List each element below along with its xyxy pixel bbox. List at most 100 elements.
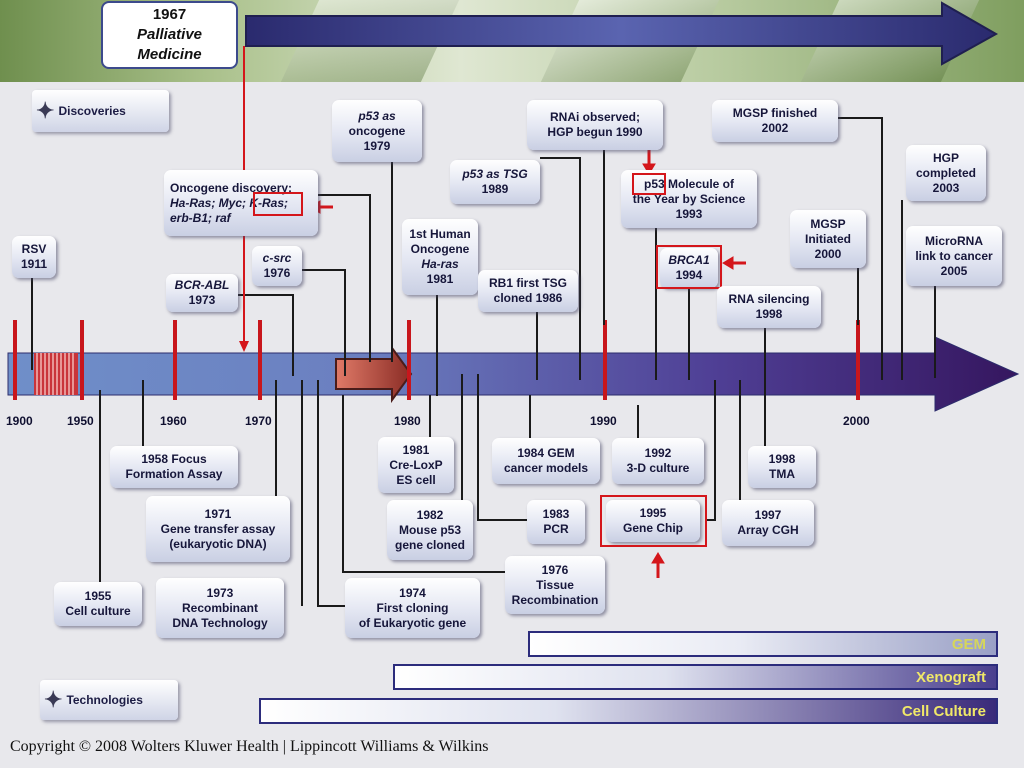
discovery-label: p53 Molecule of [643,176,735,191]
discovery-detail: Ha-ras [421,257,459,271]
copyright-notice: Copyright © 2008 Wolters Kluwer Health |… [10,738,489,755]
discovery-label: RSV [21,242,47,256]
tech-detail: gene cloned [394,537,465,552]
tech-gene-chip: 1995 Gene Chip [606,500,700,542]
discovery-year: 2005 [940,263,968,278]
tech-year: 1971 [204,506,232,521]
tech-year: 1973 [206,585,234,600]
discovery-brca1: BRCA1 1994 [660,248,718,288]
discovery-detail: HGP begun 1990 [547,125,643,139]
discoveries-label: Discoveries [58,104,126,118]
tech-year: 1981 [402,442,430,457]
band-cell-culture: Cell Culture [259,698,998,724]
tech-year: 1976 [541,562,569,577]
highlight-k-ras [253,192,303,216]
band-label: GEM [951,635,986,653]
tech-label: 1958 Focus [141,452,207,466]
band-label: Cell Culture [901,702,986,720]
tech-first-cloning: 1974 First cloning of Eukaryotic gene [345,578,480,638]
tech-year: 1995 [639,506,667,520]
discovery-hgp-completed: HGP completed 2003 [906,145,986,201]
discovery-label: RNAi observed; [549,110,641,124]
palliative-line2: Medicine [137,46,202,63]
discovery-rsv: RSV 1911 [12,236,56,278]
tech-label: Gene transfer assay [160,521,276,536]
tick-1960: 1960 [160,414,187,428]
tech-array-cgh: 1997 Array CGH [722,500,814,546]
discovery-year: cloned 1986 [493,291,563,305]
tech-label: 3-D culture [626,461,690,475]
rsv-period-stripes [34,353,78,395]
discovery-label: MicroRNA [924,233,983,248]
discovery-year: 1994 [675,268,703,282]
highlight-brca1 [656,245,722,289]
discovery-rna-silencing: RNA silencing 1998 [717,286,821,328]
discovery-c-src: c-src 1976 [252,246,302,286]
decade-ticks [13,320,860,400]
discovery-bcr-abl: BCR-ABL 1973 [166,274,238,312]
discovery-label: MGSP finished [732,106,818,120]
tech-recombinant-dna: 1973 Recombinant DNA Technology [156,578,284,638]
technologies-label: Technologies [66,693,143,707]
discovery-detail: Oncogene [410,242,470,256]
discovery-detail: link to cancer [915,248,993,263]
band-gem: GEM [528,631,998,657]
discovery-label: c-src [262,251,292,265]
discovery-year: 2002 [761,121,789,135]
tech-label: Cell culture [65,604,131,618]
discovery-year: 1976 [263,266,291,280]
tech-year: 1984 GEM [517,446,575,460]
tech-detail: of Eukaryotic gene [358,615,467,630]
discovery-label: p53 as TSG [462,167,528,181]
discovery-detail: Initiated [804,231,851,246]
tech-label: TMA [769,467,795,481]
discovery-label: HGP [932,150,959,165]
tech-year: 1955 [84,589,112,603]
discovery-mgsp-initiated: MGSP Initiated 2000 [790,210,866,268]
palliative-year: 1967 [152,6,187,23]
band-xenograft: Xenograft [393,664,998,690]
discovery-label: RB1 first TSG [488,276,567,290]
tick-1900: 1900 [6,414,33,428]
tech-year: 1998 [768,452,796,466]
tech-detail: DNA Technology [172,615,268,630]
discovery-detail: completed [915,165,976,180]
discovery-detail: Ha-Ras; Myc; K-Ras; [170,195,289,210]
discovery-year: 1973 [188,293,216,307]
discovery-year: 2000 [814,246,842,261]
discovery-oncogene: Oncogene discovery: Ha-Ras; Myc; K-Ras; … [164,170,318,236]
technologies-header: ✦ Technologies [40,680,178,720]
discovery-p53-tsg: p53 as TSG 1989 [450,160,540,204]
discovery-detail: erb-B1; raf [170,210,231,225]
discovery-detail: the Year by Science [632,191,746,206]
tech-year: 1983 [542,507,570,521]
discovery-microrna: MicroRNA link to cancer 2005 [906,226,1002,286]
tech-detail: (eukaryotic DNA) [169,536,267,551]
highlight-gene-chip [600,495,707,547]
tech-label: Cre-LoxP [389,457,443,472]
tech-gene-transfer: 1971 Gene transfer assay (eukaryotic DNA… [146,496,290,562]
discovery-year: 1911 [20,257,48,271]
tick-2000: 2000 [843,414,870,428]
discovery-year: 1993 [675,206,703,221]
tech-label: First cloning [376,600,449,615]
tech-detail: ES cell [396,472,436,487]
timeline-arrow [7,336,1020,412]
tick-1990: 1990 [590,414,617,428]
tech-detail: Recombination [511,592,599,607]
discovery-detail: oncogene [348,123,406,138]
discovery-year: 2003 [932,180,960,195]
discovery-molecule-of-year: p53 Molecule of the Year by Science 1993 [621,170,757,228]
tech-label: cancer models [503,461,589,475]
tech-tissue-recombination: 1976 Tissue Recombination [505,556,605,614]
discovery-p53-oncogene: p53 as oncogene 1979 [332,100,422,162]
tech-label: Gene Chip [622,521,683,535]
tech-tma: 1998 TMA [748,446,816,488]
tech-label: PCR [543,522,569,536]
discovery-label: MGSP [810,216,846,231]
discovery-label: RNA silencing [728,292,810,306]
tech-3d-culture: 1992 3-D culture [612,438,704,484]
discovery-label: BRCA1 [668,253,710,267]
discovery-year: 1981 [426,272,454,286]
tech-pcr: 1983 PCR [527,500,585,544]
